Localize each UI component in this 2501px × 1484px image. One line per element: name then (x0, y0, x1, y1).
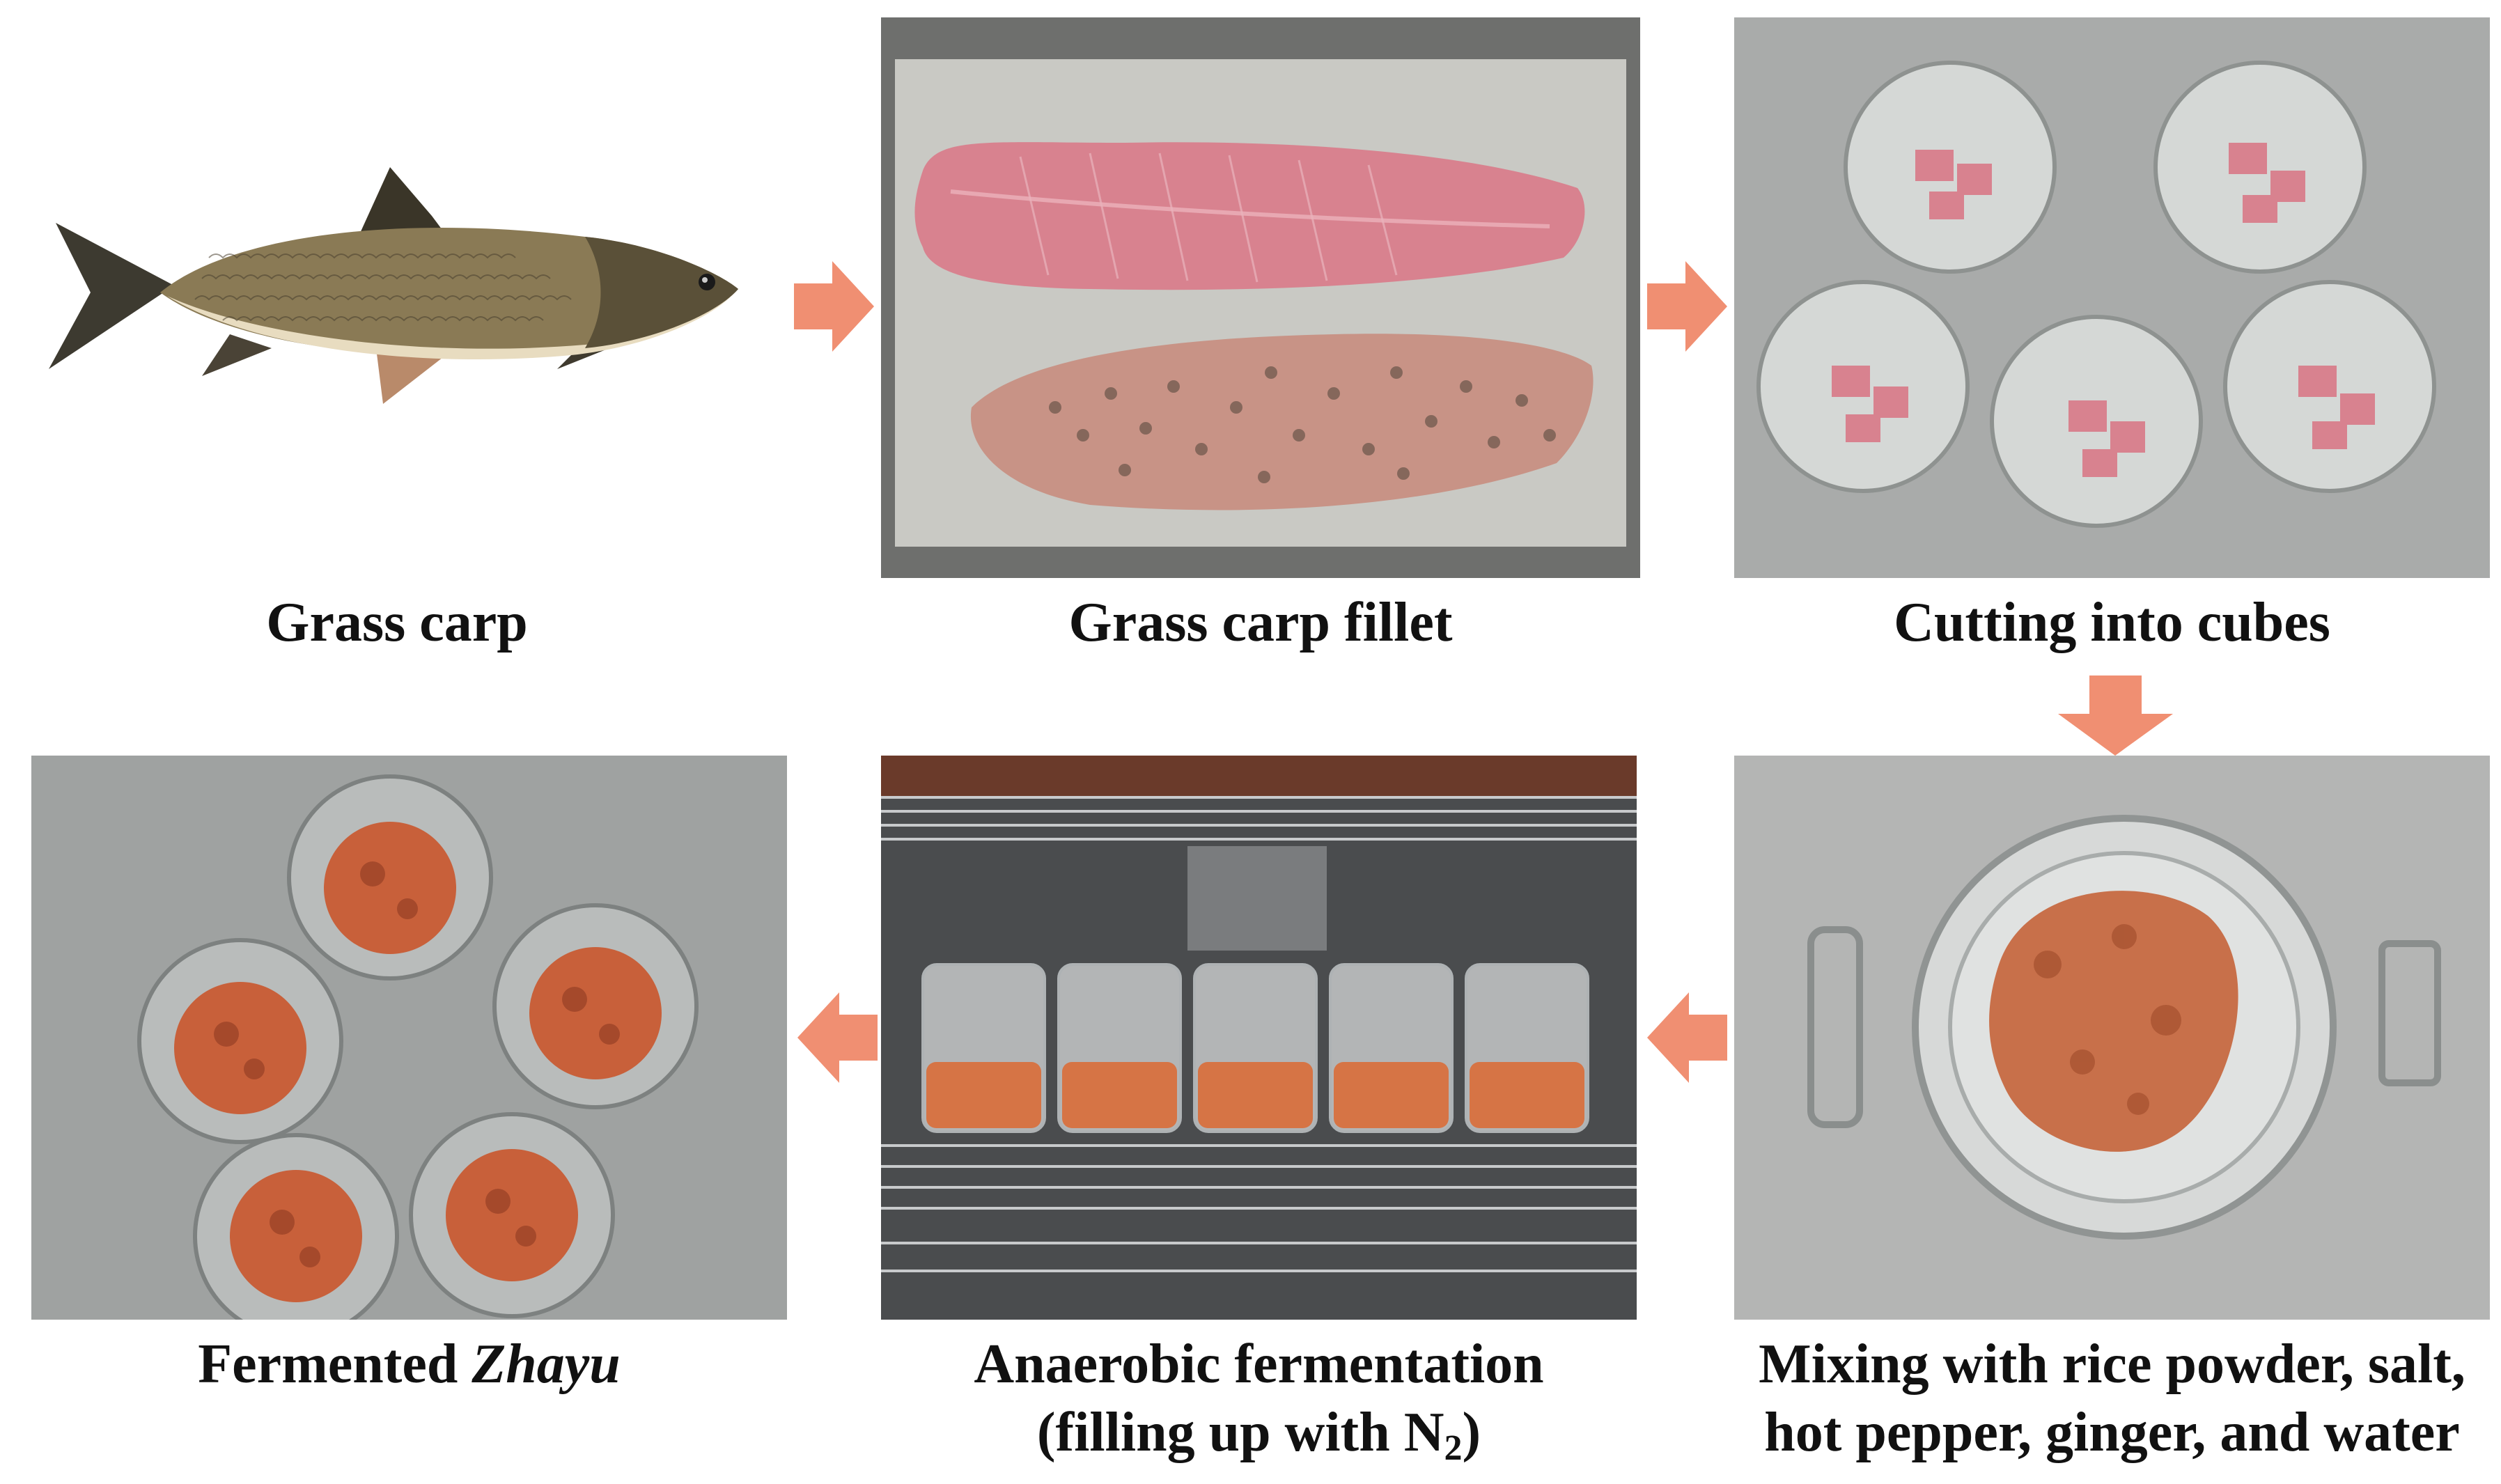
zhayu-jars-illustration (31, 756, 787, 1320)
cutting-into-cubes-caption: Cutting into cubes (1894, 592, 2330, 653)
grass-carp-caption: Grass carp (266, 592, 528, 653)
n2-prefix: (filling up with N (1036, 1402, 1444, 1463)
anaerobic-fermentation-caption-line2: (filling up with N2) (881, 1398, 1637, 1467)
fermented-zhayu-caption: Fermented Zhayu (31, 1330, 787, 1398)
grass-carp-illustration (28, 139, 766, 446)
incubator-jars-illustration (881, 756, 1637, 1320)
mixing-caption: Mixing with rice powder, salt, hot peppe… (1734, 1330, 2490, 1467)
cutting-into-cubes-image (1734, 17, 2490, 578)
mixing-caption-line2: hot pepper, ginger, and water (1764, 1402, 2460, 1463)
n2-suffix: ) (1462, 1402, 1481, 1463)
mixing-jar-illustration (1734, 756, 2490, 1320)
mixing-image (1734, 756, 2490, 1320)
anaerobic-fermentation-caption: Anaerobic fermentation (filling up with … (881, 1330, 1637, 1467)
jars-with-cubes-illustration (1734, 17, 2490, 578)
grass-carp-image (28, 139, 766, 446)
grass-carp-fillet-caption: Grass carp fillet (1068, 592, 1453, 653)
right-arrow-icon (1647, 261, 1727, 352)
anaerobic-fermentation-image (881, 756, 1637, 1320)
down-arrow-icon (2058, 675, 2173, 756)
fermented-zhayu-image (31, 756, 787, 1320)
fermented-zhayu-caption-prefix: Fermented (198, 1334, 472, 1395)
left-arrow-icon (1647, 992, 1727, 1083)
anaerobic-fermentation-caption-line1: Anaerobic fermentation (974, 1334, 1544, 1395)
n2-subscript: 2 (1444, 1428, 1463, 1468)
right-arrow-icon (794, 261, 874, 352)
mixing-caption-line1: Mixing with rice powder, salt, (1759, 1334, 2465, 1395)
zhayu-italic-term: Zhayu (472, 1334, 621, 1395)
fillet-illustration (881, 17, 1640, 578)
grass-carp-fillet-image (881, 17, 1640, 578)
left-arrow-icon (797, 992, 878, 1083)
